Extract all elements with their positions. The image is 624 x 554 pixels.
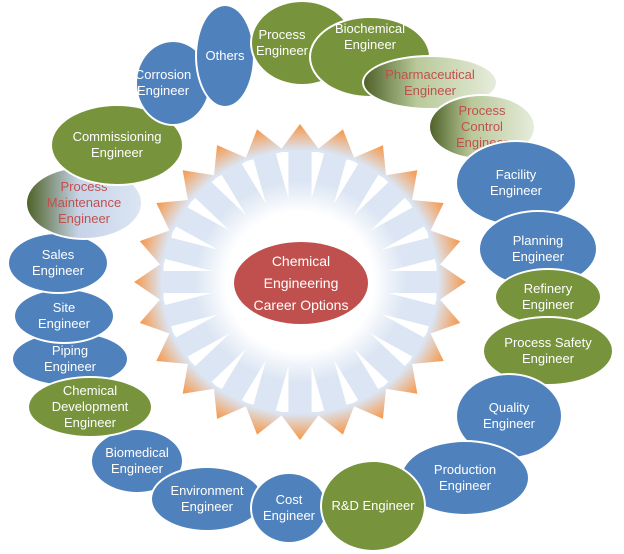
career-label: Environment Engineer [170,483,244,514]
center-label: Chemical Engineering Career Options [253,253,349,313]
career-label: Cost Engineer [262,492,316,523]
career-label: Pharmaceutical Engineer [385,66,475,98]
arrow [213,335,275,419]
arrow [365,288,461,335]
career-label: Others [205,48,245,63]
career-label: Facility Engineer [489,167,543,198]
career-label: Biochemical Engineer [334,21,406,52]
career-environment-engineer: Environment Engineer [150,466,264,532]
career-label: Planning Engineer [511,233,565,264]
career-chemical-development-engineer: Chemical Development Engineer [27,376,153,438]
career-cost-engineer: Cost Engineer [250,472,328,544]
arrow [307,129,356,220]
arrow [213,145,275,229]
career-label: Process Safety Engineer [504,335,592,366]
career-others: Others [195,4,255,108]
career-sales-engineer: Sales Engineer [7,232,109,294]
career-label: Site Engineer [37,300,91,331]
arrow [279,350,321,440]
arrow [325,145,387,229]
arrow [139,229,235,276]
career-label: Production Engineer [433,462,497,493]
arrow [156,199,244,258]
career-label: Biomedical Engineer [105,445,169,476]
arrow [279,124,321,214]
career-label: Corrosion Engineer [134,67,192,98]
arrow [182,322,258,394]
arrow [325,335,387,419]
arrow [156,306,244,365]
career-site-engineer: Site Engineer [13,288,115,344]
arrow [342,322,418,394]
career-rd-engineer: R&D Engineer [320,460,426,552]
career-label: Commissioning Engineer [72,129,162,160]
arrow [244,129,293,220]
arrow [134,262,229,302]
arrow [244,344,293,435]
career-label: Piping Engineer [43,343,97,374]
arrow [342,170,418,242]
career-label: Refinery Engineer [521,281,575,312]
center-topic: Chemical Engineering Career Options [234,242,368,324]
career-label: Process Maintenance Engineer [46,179,122,226]
arrow [356,199,444,258]
arrow [371,262,466,302]
career-label: Chemical Development Engineer [51,383,129,430]
career-label: Sales Engineer [31,247,85,278]
career-label: R&D Engineer [331,498,415,513]
arrow [182,170,258,242]
career-label: Process Engineer [255,27,309,58]
career-label: Quality Engineer [482,400,536,431]
arrow [356,306,444,365]
